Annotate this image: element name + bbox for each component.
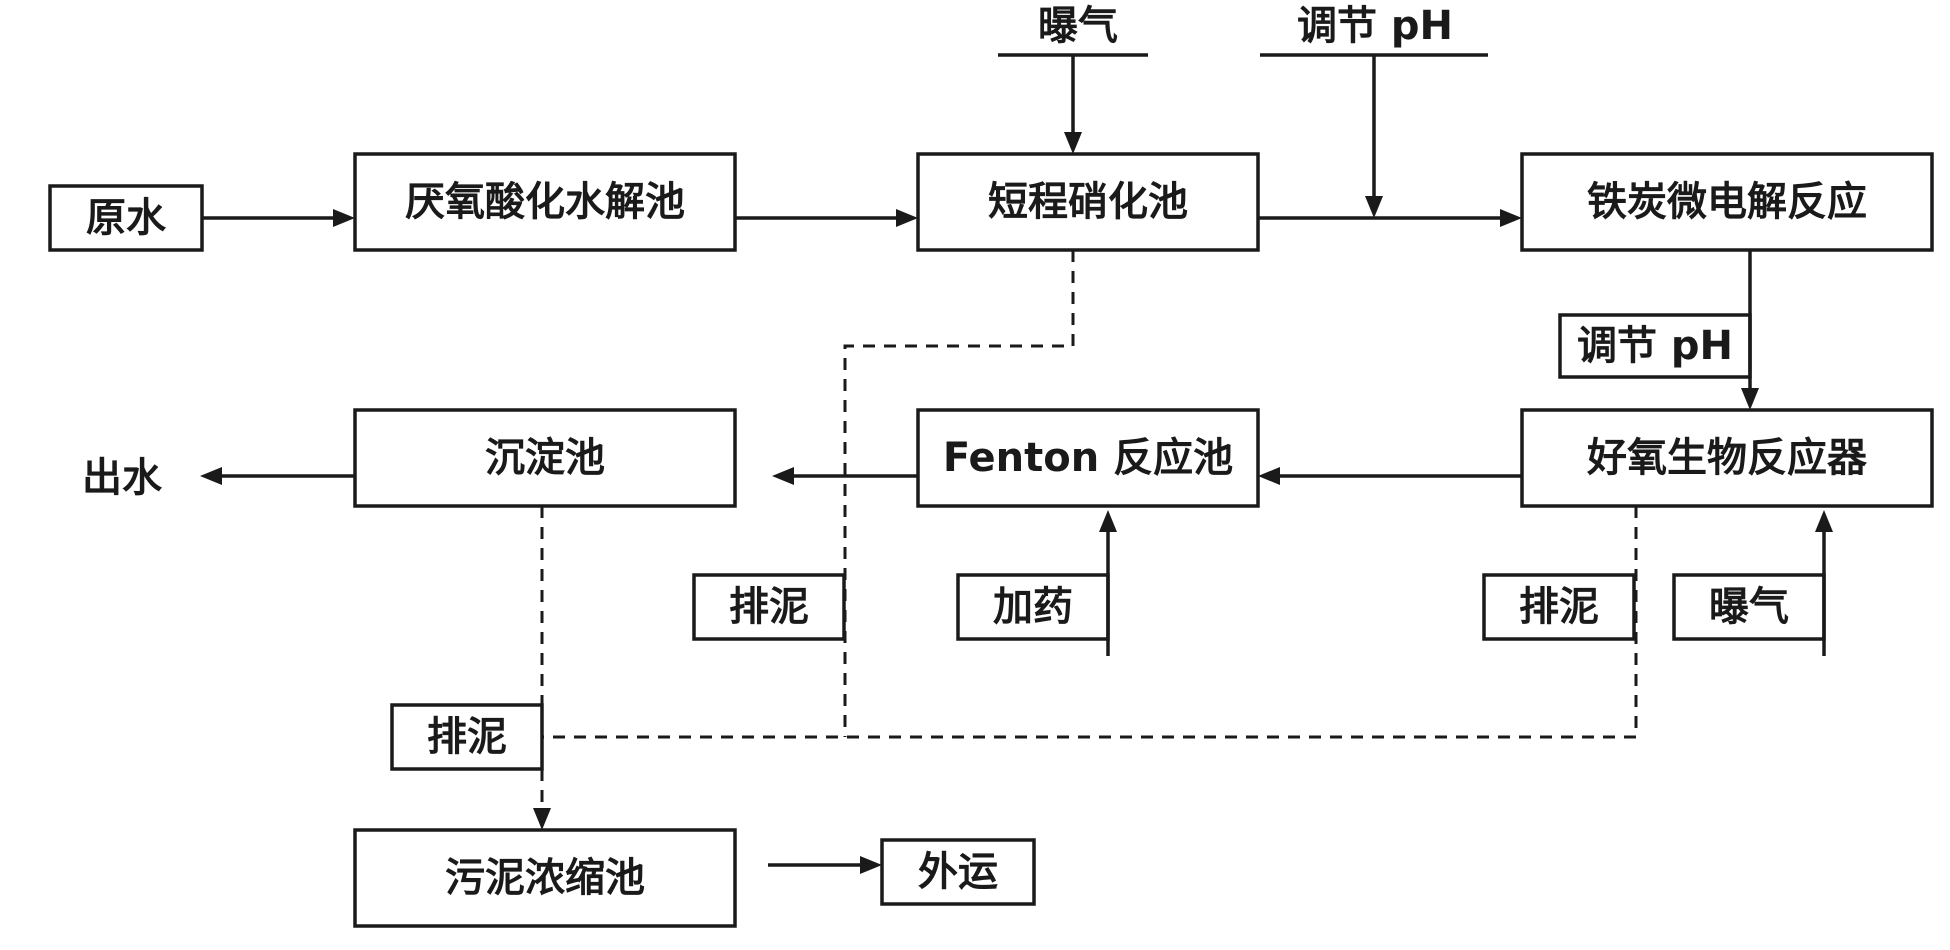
arrowhead <box>1064 132 1082 154</box>
sludge-discharge-fenton-box: 排泥 <box>692 573 846 641</box>
aeration-box: 曝气 <box>1672 573 1826 641</box>
fe-c-reactor-box: 铁炭微电解反应 <box>1520 152 1934 252</box>
ph-top-label: 调节 pH <box>1297 3 1453 49</box>
aerobic-reactor-box: 好氧生物反应器 <box>1520 408 1934 508</box>
svg-text:曝气: 曝气 <box>1709 584 1789 630</box>
sludge-line-aerobic-collector <box>542 506 1638 739</box>
sludge-line-nitrification <box>843 250 1075 737</box>
arrowhead <box>1258 467 1280 485</box>
arrowhead <box>1815 510 1833 532</box>
svg-text:原水: 原水 <box>86 195 167 241</box>
svg-text:铁炭微电解反应: 铁炭微电解反应 <box>1587 179 1867 225</box>
arrowhead <box>1099 510 1117 532</box>
svg-text:排泥: 排泥 <box>427 714 507 760</box>
arrowhead <box>533 808 551 830</box>
raw-water-box: 原水 <box>48 184 204 252</box>
nitrification-tank-box: 短程硝化池 <box>916 152 1260 252</box>
svg-text:调节 pH: 调节 pH <box>1577 323 1733 369</box>
haul-out-box: 外运 <box>880 838 1036 906</box>
svg-text:Fenton 反应池: Fenton 反应池 <box>943 435 1233 481</box>
svg-text:加药: 加药 <box>993 584 1073 630</box>
aeration-top-label: 曝气 <box>1038 3 1118 49</box>
arrowhead <box>1365 196 1383 218</box>
arrowhead <box>1500 209 1522 227</box>
fenton-tank-box: Fenton 反应池 <box>916 408 1260 508</box>
arrowhead <box>200 467 222 485</box>
svg-text:外运: 外运 <box>918 849 998 895</box>
sedimentation-tank-box: 沉淀池 <box>353 408 737 508</box>
sludge-discharge-sed-box: 排泥 <box>390 703 544 771</box>
arrowhead <box>896 209 918 227</box>
svg-text:污泥浓缩池: 污泥浓缩池 <box>445 855 645 901</box>
arrowhead <box>1741 388 1759 410</box>
effluent-label: 出水 <box>82 455 163 501</box>
svg-text:厌氧酸化水解池: 厌氧酸化水解池 <box>405 179 685 225</box>
svg-text:好氧生物反应器: 好氧生物反应器 <box>1586 435 1868 481</box>
svg-text:排泥: 排泥 <box>1519 584 1599 630</box>
dosing-box: 加药 <box>956 573 1110 641</box>
arrowhead <box>860 856 882 874</box>
sludge-discharge-aerobic-box: 排泥 <box>1482 573 1636 641</box>
svg-text:短程硝化池: 短程硝化池 <box>988 179 1188 225</box>
arrowhead <box>333 209 355 227</box>
arrowhead <box>772 467 794 485</box>
anaerobic-tank-box: 厌氧酸化水解池 <box>353 152 737 252</box>
ph-adjust-box: 调节 pH <box>1558 313 1752 379</box>
sludge-thickening-tank-box: 污泥浓缩池 <box>353 828 737 928</box>
svg-text:沉淀池: 沉淀池 <box>485 435 605 481</box>
svg-text:排泥: 排泥 <box>729 584 809 630</box>
